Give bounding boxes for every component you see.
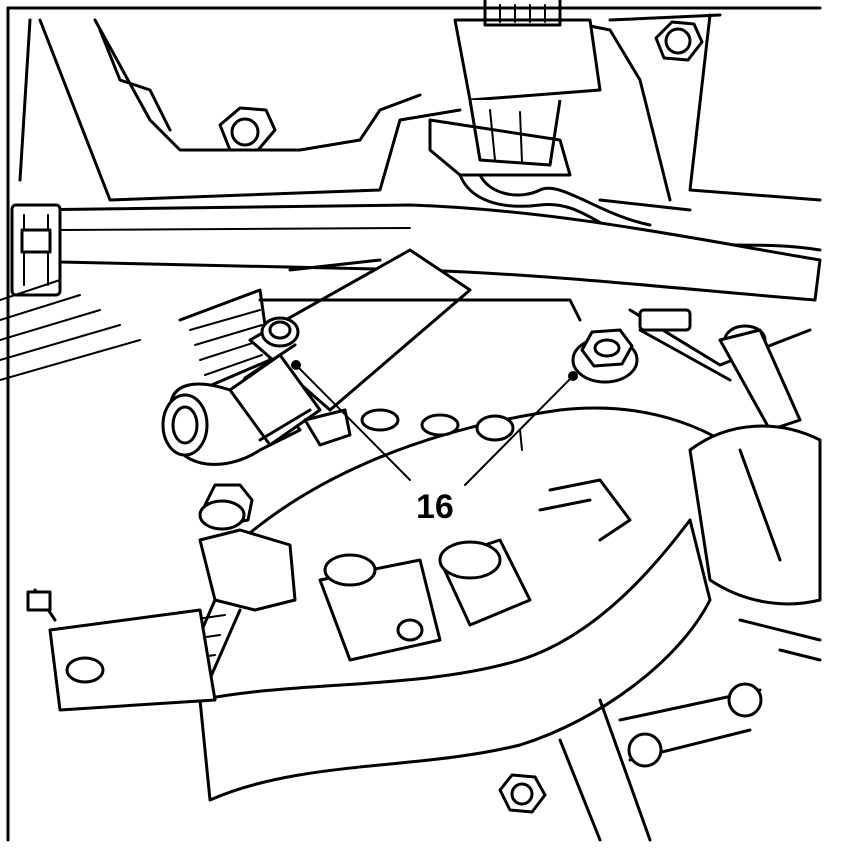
leader-line-to-bolt: [464, 375, 574, 486]
leader-dot-bolt: [568, 371, 578, 381]
bracket-arm: [538, 478, 632, 542]
frame: [6, 6, 822, 842]
right-edge-panel: [738, 618, 822, 662]
upper-left-bolt: [218, 106, 277, 152]
hatched-shadow-left: [0, 279, 141, 381]
lower-intake-duct: [198, 518, 712, 802]
upper-right-bolt: [654, 20, 704, 62]
leader-line-to-clamp: [295, 364, 411, 481]
right-bracket: [628, 308, 812, 432]
clamp-adjacent-bolt: [260, 316, 300, 348]
sensor-fitting: [178, 483, 297, 692]
leader-dot-clamp: [291, 360, 301, 370]
linkage-rods: [558, 682, 763, 842]
rear-plate: [218, 298, 762, 562]
cable-tie-clip: [10, 203, 62, 297]
horizontal-brace-rod: [18, 203, 822, 302]
lower-left-bracket: [26, 588, 217, 712]
hose-clamp: [228, 343, 352, 447]
leader-lines: [291, 360, 578, 486]
electrical-connector: [428, 0, 602, 177]
right-hose: [688, 424, 822, 606]
lower-bolt: [498, 773, 547, 814]
mounting-bolt: [571, 328, 639, 384]
callout-label-16: 16: [416, 488, 454, 526]
central-actuator: [318, 538, 532, 662]
